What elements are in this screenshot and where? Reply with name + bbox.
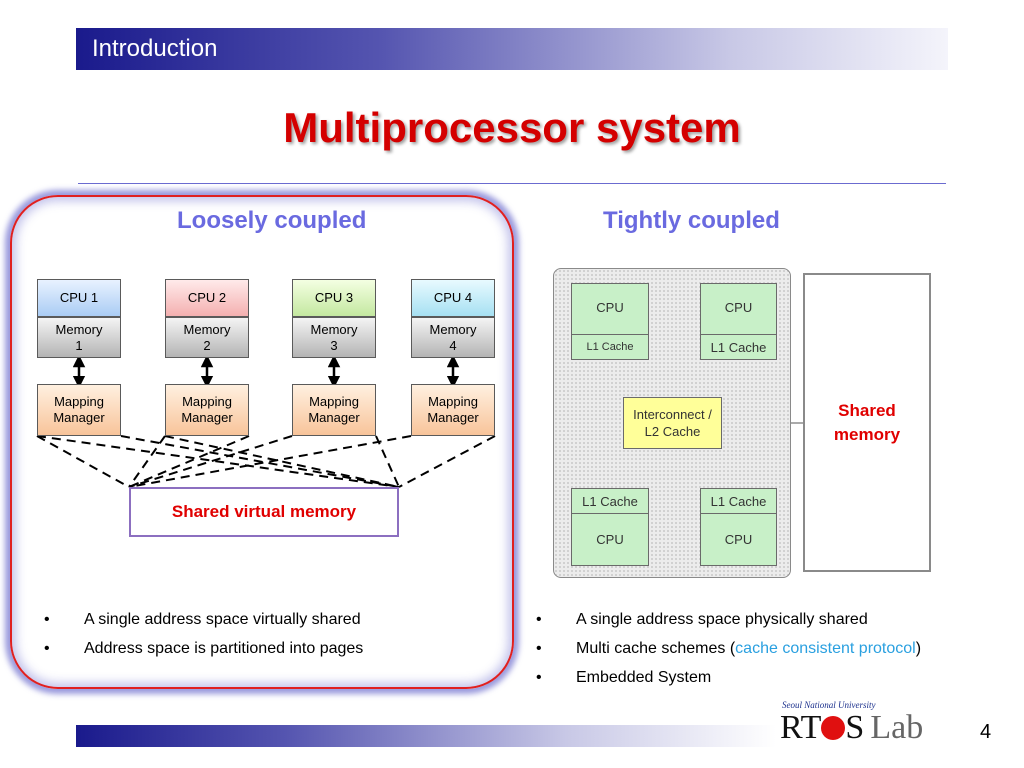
- memory-3-box: Memory 3: [292, 317, 376, 358]
- university-name: Seoul National University: [782, 700, 876, 710]
- cpu-label: CPU: [724, 299, 753, 315]
- l1-cache-label: L1 Cache: [571, 488, 649, 514]
- memory-2-box: Memory 2: [165, 317, 249, 358]
- bullet-text: ): [915, 640, 922, 657]
- logo-text-lab: Lab: [870, 709, 924, 746]
- interconnect-l2-cache-box: Interconnect / L2 Cache: [623, 397, 722, 449]
- dashed-links: [36, 435, 496, 488]
- mapping-manager-3: Mapping Manager: [292, 384, 376, 436]
- bullet-item: Multi cache schemes (cache consistent pr…: [536, 634, 921, 663]
- bullet-text: Multi cache schemes (: [576, 640, 736, 657]
- page-number: 4: [980, 721, 992, 743]
- cpu-label: CPU: [596, 299, 624, 315]
- loosely-coupled-frame: [10, 195, 514, 689]
- footer-bar: [76, 725, 776, 747]
- cpu-1-box: CPU 1: [37, 279, 121, 317]
- red-circle-icon: [821, 716, 846, 740]
- shared-virtual-memory-box: Shared virtual memory: [129, 487, 399, 537]
- l1-cache-label: L1 Cache: [700, 488, 777, 514]
- loosely-coupled-heading: Loosely coupled: [177, 207, 367, 234]
- mapping-manager-1: Mapping Manager: [37, 384, 121, 436]
- title-divider: [78, 183, 946, 184]
- logo-text-s: S: [845, 709, 865, 746]
- bullet-item: A single address space virtually shared: [44, 605, 363, 634]
- l1-cache-label: L1 Cache: [571, 334, 649, 360]
- cache-protocol-highlight: cache consistent protocol: [735, 640, 916, 657]
- cpu-4-box: CPU 4: [411, 279, 495, 317]
- l1-cache-label: L1 Cache: [700, 334, 777, 360]
- section-title: Introduction: [92, 35, 218, 62]
- cpu-2-box: CPU 2: [165, 279, 249, 317]
- cpu-3-box: CPU 3: [292, 279, 376, 317]
- memory-1-box: Memory 1: [37, 317, 121, 358]
- mapping-manager-2: Mapping Manager: [165, 384, 249, 436]
- bullet-item: A single address space physically shared: [536, 605, 921, 634]
- mapping-manager-4: Mapping Manager: [411, 384, 495, 436]
- tightly-coupled-heading: Tightly coupled: [603, 207, 780, 234]
- header-bar: [76, 28, 948, 70]
- bullet-item: Address space is partitioned into pages: [44, 634, 363, 663]
- memory-4-box: Memory 4: [411, 317, 495, 358]
- tightly-coupled-bullets: A single address space physically shared…: [536, 605, 921, 692]
- logo-text-rt: RT: [780, 709, 822, 746]
- slide-title: Multiprocessor system: [283, 104, 741, 151]
- cpu-label: CPU: [724, 531, 753, 547]
- cpu-label: CPU: [596, 531, 624, 547]
- shared-memory-box: Shared memory: [803, 273, 931, 572]
- loosely-coupled-bullets: A single address space virtually shared …: [44, 605, 363, 663]
- bullet-item: Embedded System: [536, 663, 921, 692]
